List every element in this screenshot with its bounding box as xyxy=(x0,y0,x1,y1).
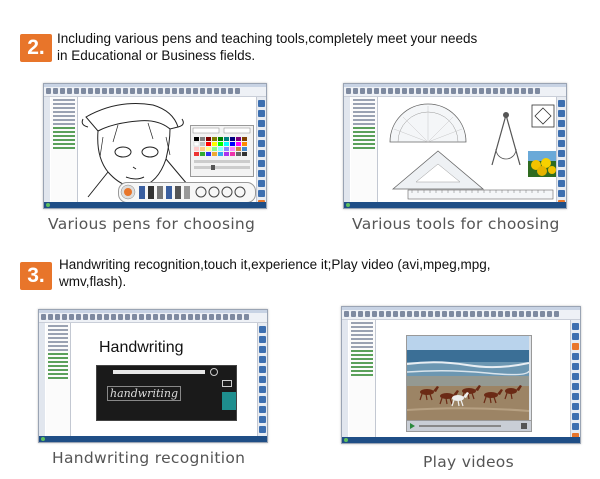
pen-selection-toolbar[interactable] xyxy=(118,182,256,203)
pen-type-icons[interactable] xyxy=(119,183,255,202)
recognition-bar xyxy=(113,370,205,374)
caption-handwriting: Handwriting recognition xyxy=(52,449,246,467)
tools-screenshot xyxy=(343,83,567,209)
start-icon[interactable] xyxy=(344,438,348,442)
video-controls[interactable] xyxy=(407,420,531,431)
left-strip xyxy=(44,97,50,202)
left-strip xyxy=(344,97,350,202)
video-screenshot xyxy=(341,306,581,444)
right-toolbar[interactable] xyxy=(256,97,266,207)
right-toolbar[interactable] xyxy=(556,97,566,207)
pens-screenshot xyxy=(43,83,267,209)
page-tree xyxy=(46,323,71,436)
flower-photo[interactable] xyxy=(528,151,556,177)
taskbar xyxy=(344,202,566,208)
handwriting-stroke: handwriting xyxy=(107,386,182,401)
right-toolbar[interactable] xyxy=(570,320,580,440)
left-strip xyxy=(39,323,45,436)
drawing-canvas[interactable] xyxy=(78,97,256,203)
start-icon[interactable] xyxy=(346,203,350,207)
start-icon[interactable] xyxy=(41,437,45,441)
window-titlebar xyxy=(44,84,266,87)
video-player[interactable] xyxy=(406,335,532,432)
caption-pens: Various pens for choosing xyxy=(48,215,256,233)
step-2-line2: in Educational or Business fields. xyxy=(57,48,256,63)
play-icon[interactable] xyxy=(410,423,415,429)
app-toolbar xyxy=(344,87,566,97)
geometry-tools xyxy=(389,103,555,200)
color-picker-panel[interactable] xyxy=(190,125,254,177)
step-2-heading: Including various pens and teaching tool… xyxy=(57,30,477,64)
page-tree xyxy=(349,320,376,437)
drawing-canvas[interactable]: Handwriting handwriting xyxy=(71,323,257,436)
step-3-badge: 3. xyxy=(20,262,52,290)
diamond-shape xyxy=(531,104,555,128)
step-3-line2: wmv,flash). xyxy=(59,274,127,289)
start-icon[interactable] xyxy=(46,203,50,207)
window-titlebar xyxy=(342,307,580,310)
taskbar xyxy=(39,436,267,442)
keyboard-icon[interactable] xyxy=(222,380,232,387)
window-titlebar xyxy=(39,310,267,313)
page-tree xyxy=(351,97,378,202)
caption-tools: Various tools for choosing xyxy=(352,215,560,233)
window-titlebar xyxy=(344,84,566,87)
handwriting-title: Handwriting xyxy=(99,339,184,356)
step-3-heading: Handwriting recognition,touch it,experie… xyxy=(59,256,490,290)
app-toolbar xyxy=(39,313,267,323)
taskbar xyxy=(342,437,580,443)
handwriting-screenshot: Handwriting handwriting xyxy=(38,309,268,443)
compass-icon xyxy=(491,114,521,166)
volume-icon[interactable] xyxy=(521,423,527,429)
seek-bar[interactable] xyxy=(419,425,501,427)
page-tree xyxy=(51,97,78,202)
handwriting-input-panel[interactable]: handwriting xyxy=(96,365,237,421)
drawing-canvas[interactable] xyxy=(378,97,556,202)
drawing-canvas[interactable] xyxy=(376,320,570,437)
right-toolbar[interactable] xyxy=(257,323,267,442)
left-strip xyxy=(342,320,348,437)
ruler-icon xyxy=(407,189,554,200)
confirm-button[interactable] xyxy=(222,392,236,410)
app-toolbar xyxy=(44,87,266,97)
horses-video-frame xyxy=(406,336,530,420)
step-3-line1: Handwriting recognition,touch it,experie… xyxy=(59,257,491,272)
close-icon[interactable] xyxy=(210,368,218,376)
app-toolbar xyxy=(342,310,580,320)
step-2-line1: Including various pens and teaching tool… xyxy=(57,31,478,46)
step-2-badge: 2. xyxy=(20,34,52,62)
color-swatches[interactable] xyxy=(191,126,253,176)
caption-video: Play videos xyxy=(423,453,514,471)
taskbar xyxy=(44,202,266,208)
